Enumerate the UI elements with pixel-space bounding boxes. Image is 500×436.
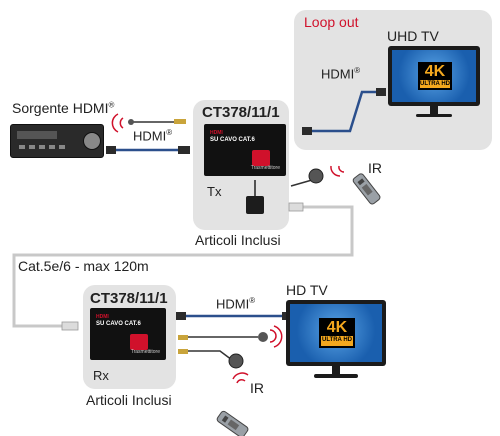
hdmi-plug-source-a: [106, 146, 116, 154]
ir-receiver-eye-tx: [308, 168, 324, 184]
jack-plug-rx-emitter: [178, 335, 188, 340]
hdmi-plug-loop-out-a: [302, 127, 312, 135]
tx-box-line2: SU CAVO CAT.6: [210, 137, 255, 143]
power-adapter-tx: [246, 196, 264, 214]
uhd-tv-base: [416, 114, 452, 117]
tx-tag: Tx: [207, 184, 222, 199]
rx-hdmi-label: HDMI®: [216, 296, 256, 312]
rx-brand-logo: [130, 334, 148, 350]
tx-device-box: HDMI SU CAVO CAT.6 Trasmettitore: [204, 124, 286, 176]
tx-box-caption: Trasmettitore: [250, 165, 280, 171]
loop-out-hdmi-label: HDMI®: [321, 66, 361, 82]
tx-model-label: CT378/11/1: [202, 104, 280, 121]
hd-tv-label: HD TV: [286, 282, 328, 298]
remote-rx: [216, 410, 249, 436]
hd-tv-base: [314, 374, 358, 378]
rx-included-label: Articoli Inclusi: [86, 392, 172, 408]
jack-plug-source: [174, 119, 186, 124]
hdmi-source-device: [10, 124, 104, 158]
ir-receiver-eye-rx: [228, 353, 244, 369]
ir-emitter-eye-source: [128, 119, 134, 125]
hdmi-cable-loop-out: [310, 90, 380, 133]
hd-tv-stand: [332, 366, 340, 374]
source-hdmi-label: HDMI®: [133, 128, 173, 144]
cat-cable: [12, 205, 354, 328]
rx-device-box: HDMI SU CAVO CAT.6 Trasmettitore: [90, 308, 166, 360]
rx-box-caption: Trasmettitore: [130, 349, 160, 355]
tx-brand-logo: [252, 150, 270, 166]
hdmi-plug-loop-out-b: [376, 88, 386, 96]
uhd-tv-label: UHD TV: [387, 28, 439, 44]
cat-cable-label: Cat.5e/6 - max 120m: [18, 258, 149, 274]
ir-receiver-cable-rx: [182, 350, 233, 361]
ir-emitter-eye-rx: [258, 332, 268, 342]
rx-model-label: CT378/11/1: [90, 290, 168, 307]
rj45-plug-tx: [288, 202, 304, 212]
jack-plug-rx-receiver: [178, 349, 188, 354]
ir-receiver-cable-tx: [290, 179, 313, 187]
ir-waves-rx-emitter: [269, 325, 283, 348]
hdmi-plug-source-b: [178, 146, 190, 154]
hdmi-plug-rx-a: [176, 312, 186, 320]
source-display: [17, 131, 57, 139]
rx-box-line1: HDMI: [96, 314, 109, 320]
loop-out-title: Loop out: [304, 14, 359, 30]
ir-waves-rx-remote: [232, 372, 249, 384]
ir-waves-tx: [330, 165, 345, 177]
tx-box-line1: HDMI: [210, 130, 223, 136]
ir-waves-source: [111, 113, 124, 133]
rx-tag: Rx: [93, 368, 109, 383]
rx-ir-label: IR: [250, 380, 264, 396]
rj45-plug-rx: [61, 321, 79, 331]
tx-included-label: Articoli Inclusi: [195, 232, 281, 248]
uhd-tv-stand: [430, 106, 438, 114]
rx-box-line2: SU CAVO CAT.6: [96, 321, 141, 327]
source-buttons: [19, 145, 69, 149]
tx-ir-label: IR: [368, 160, 382, 176]
remote-tx: [352, 173, 381, 205]
source-label: Sorgente HDMI®: [12, 100, 115, 116]
source-knob: [83, 132, 101, 150]
